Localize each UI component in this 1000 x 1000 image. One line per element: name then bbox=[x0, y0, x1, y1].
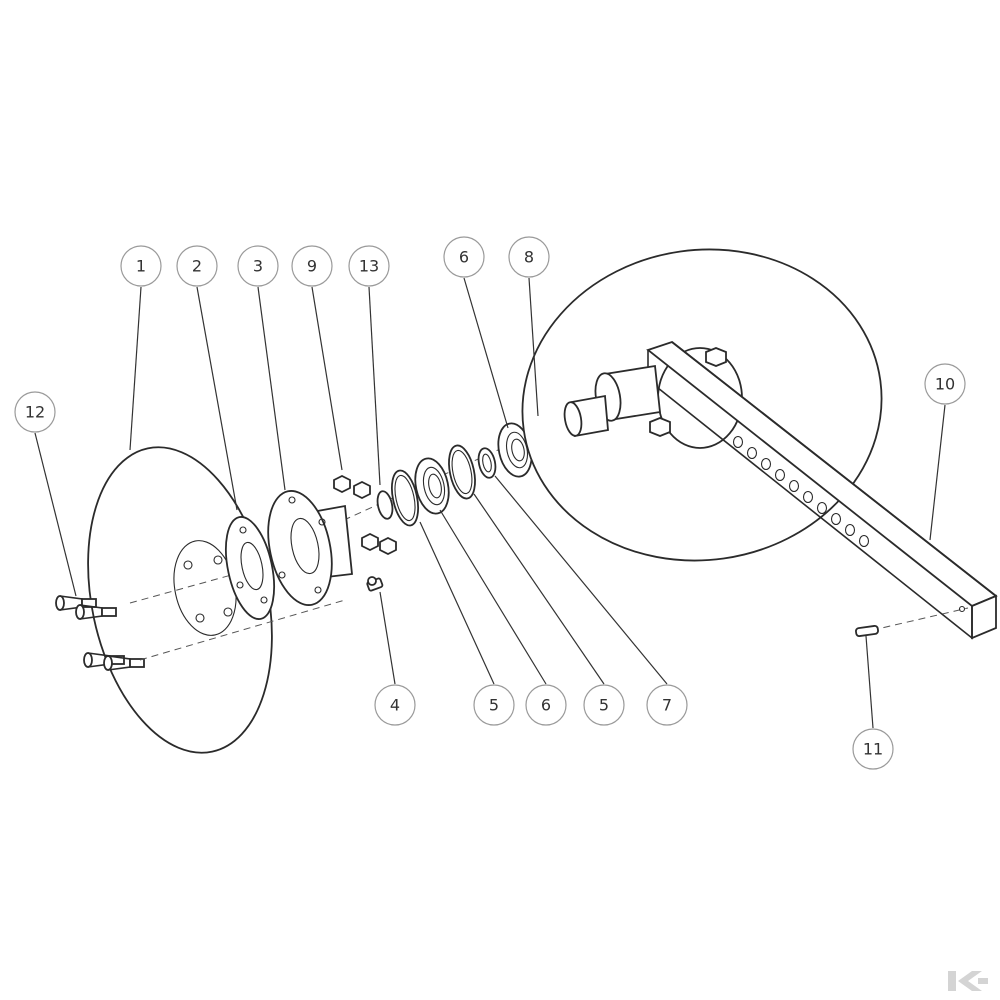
svg-text:2: 2 bbox=[192, 257, 202, 276]
grease-nipple bbox=[366, 576, 384, 592]
svg-text:4: 4 bbox=[390, 696, 400, 715]
callout-1: 1 bbox=[120, 245, 162, 287]
callout-6-top: 6 bbox=[443, 236, 485, 278]
pin bbox=[855, 624, 879, 638]
callout-3: 3 bbox=[237, 245, 279, 287]
callout-11: 11 bbox=[852, 728, 894, 770]
svg-text:6: 6 bbox=[541, 696, 551, 715]
small-circlip bbox=[376, 490, 394, 520]
svg-text:7: 7 bbox=[662, 696, 672, 715]
svg-text:5: 5 bbox=[489, 696, 499, 715]
callout-2: 2 bbox=[176, 245, 218, 287]
svg-text:12: 12 bbox=[25, 403, 45, 422]
callout-4: 4 bbox=[374, 684, 416, 726]
bearing-left bbox=[414, 457, 450, 515]
retaining-ring-right bbox=[448, 444, 476, 500]
k-logo-icon bbox=[948, 971, 988, 991]
svg-text:3: 3 bbox=[253, 257, 263, 276]
callout-13: 13 bbox=[348, 245, 390, 287]
callout-5-right: 5 bbox=[583, 684, 625, 726]
svg-text:8: 8 bbox=[524, 248, 534, 267]
assembled-disc-arm bbox=[521, 248, 998, 640]
svg-text:1: 1 bbox=[136, 257, 146, 276]
hub bbox=[267, 490, 353, 606]
svg-text:10: 10 bbox=[935, 375, 955, 394]
gasket-plate bbox=[225, 516, 275, 620]
spacer-ring bbox=[477, 447, 497, 479]
svg-text:6: 6 bbox=[459, 248, 469, 267]
retaining-ring-left bbox=[390, 469, 420, 527]
callout-7: 7 bbox=[646, 684, 688, 726]
callout-12: 12 bbox=[14, 391, 56, 433]
callout-9: 9 bbox=[291, 245, 333, 287]
callout-6-bottom: 6 bbox=[525, 684, 567, 726]
bolts bbox=[55, 595, 145, 671]
leader-lines bbox=[34, 277, 946, 729]
svg-text:9: 9 bbox=[307, 257, 317, 276]
svg-text:5: 5 bbox=[599, 696, 609, 715]
svg-text:13: 13 bbox=[359, 257, 379, 276]
callout-10: 10 bbox=[924, 363, 966, 405]
svg-text:11: 11 bbox=[863, 740, 883, 759]
callout-8: 8 bbox=[508, 236, 550, 278]
nuts bbox=[333, 474, 397, 556]
callout-5-left: 5 bbox=[473, 684, 515, 726]
